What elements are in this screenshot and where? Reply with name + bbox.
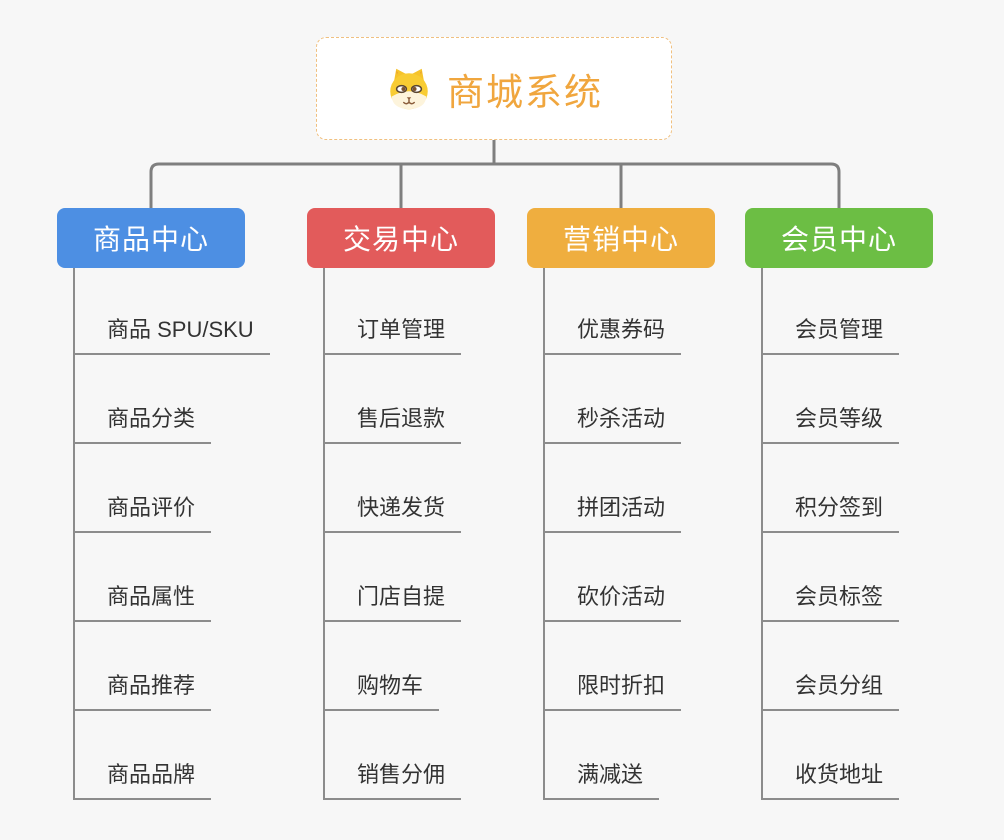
subtopic-label: 商品品牌 (75, 757, 212, 800)
subtopic-label: 商品分类 (75, 401, 212, 444)
subtopic[interactable]: 快递发货 (325, 444, 462, 533)
subtopic-label: 秒杀活动 (545, 401, 682, 444)
subtopic[interactable]: 商品品牌 (75, 711, 270, 800)
subtopic-label: 收货地址 (763, 757, 900, 800)
subtopic[interactable]: 秒杀活动 (545, 355, 682, 444)
subtopic-label: 购物车 (325, 668, 440, 711)
branch-label: 交易中心 (342, 224, 459, 255)
subtopic-label: 商品 SPU/SKU (75, 312, 270, 355)
branch-children-product-center: 商品 SPU/SKU 商品分类 商品评价 商品属性 商品推荐 商品品牌 (73, 268, 270, 800)
subtopic-label: 门店自提 (325, 579, 462, 622)
subtopic[interactable]: 商品 SPU/SKU (75, 268, 270, 355)
subtopic[interactable]: 积分签到 (763, 444, 900, 533)
subtopic-label: 会员等级 (763, 401, 900, 444)
subtopic[interactable]: 商品属性 (75, 533, 270, 622)
subtopic[interactable]: 会员标签 (763, 533, 900, 622)
subtopic-label: 商品评价 (75, 490, 212, 533)
branch-box-product-center[interactable]: 商品中心 (57, 208, 245, 268)
branch-box-marketing-center[interactable]: 营销中心 (527, 208, 715, 268)
subtopic-label: 订单管理 (325, 312, 462, 355)
subtopic-label: 会员标签 (763, 579, 900, 622)
subtopic-label: 优惠券码 (545, 312, 682, 355)
subtopic[interactable]: 售后退款 (325, 355, 462, 444)
branch-children-member-center: 会员管理 会员等级 积分签到 会员标签 会员分组 收货地址 (761, 268, 900, 800)
subtopic[interactable]: 满减送 (545, 711, 681, 800)
subtopic-label: 会员管理 (763, 312, 900, 355)
subtopic[interactable]: 购物车 (325, 622, 461, 711)
branch-box-trade-center[interactable]: 交易中心 (307, 208, 495, 268)
subtopic-label: 限时折扣 (545, 668, 682, 711)
branch-children-marketing-center: 优惠券码 秒杀活动 拼团活动 砍价活动 限时折扣 满减送 (543, 268, 682, 800)
subtopic-label: 砍价活动 (545, 579, 682, 622)
subtopic[interactable]: 订单管理 (325, 268, 462, 355)
dog-face-icon (390, 68, 428, 109)
subtopic[interactable]: 会员管理 (763, 268, 900, 355)
subtopic[interactable]: 商品分类 (75, 355, 270, 444)
subtopic[interactable]: 门店自提 (325, 533, 462, 622)
branch-box-member-center[interactable]: 会员中心 (745, 208, 933, 268)
subtopic-label: 会员分组 (763, 668, 900, 711)
subtopic-label: 销售分佣 (325, 757, 462, 800)
subtopic[interactable]: 商品评价 (75, 444, 270, 533)
subtopic-label: 拼团活动 (545, 490, 682, 533)
branch-children-trade-center: 订单管理 售后退款 快递发货 门店自提 购物车 销售分佣 (323, 268, 462, 800)
subtopic-label: 售后退款 (325, 401, 462, 444)
branch-label: 商品中心 (92, 224, 209, 255)
subtopic[interactable]: 会员分组 (763, 622, 900, 711)
subtopic[interactable]: 会员等级 (763, 355, 900, 444)
branch-label: 会员中心 (780, 224, 897, 255)
subtopic-label: 商品属性 (75, 579, 212, 622)
root-topic[interactable]: 商城系统 (316, 37, 672, 140)
subtopic[interactable]: 砍价活动 (545, 533, 682, 622)
subtopic[interactable]: 收货地址 (763, 711, 900, 800)
subtopic-label: 满减送 (545, 757, 660, 800)
branch-label: 营销中心 (562, 224, 679, 255)
subtopic[interactable]: 销售分佣 (325, 711, 462, 800)
subtopic[interactable]: 限时折扣 (545, 622, 682, 711)
subtopic-label: 商品推荐 (75, 668, 212, 711)
subtopic[interactable]: 优惠券码 (545, 268, 682, 355)
subtopic-label: 积分签到 (763, 490, 900, 533)
subtopic-label: 快递发货 (325, 490, 462, 533)
subtopic[interactable]: 拼团活动 (545, 444, 682, 533)
root-topic-label: 商城系统 (447, 71, 603, 113)
subtopic[interactable]: 商品推荐 (75, 622, 270, 711)
